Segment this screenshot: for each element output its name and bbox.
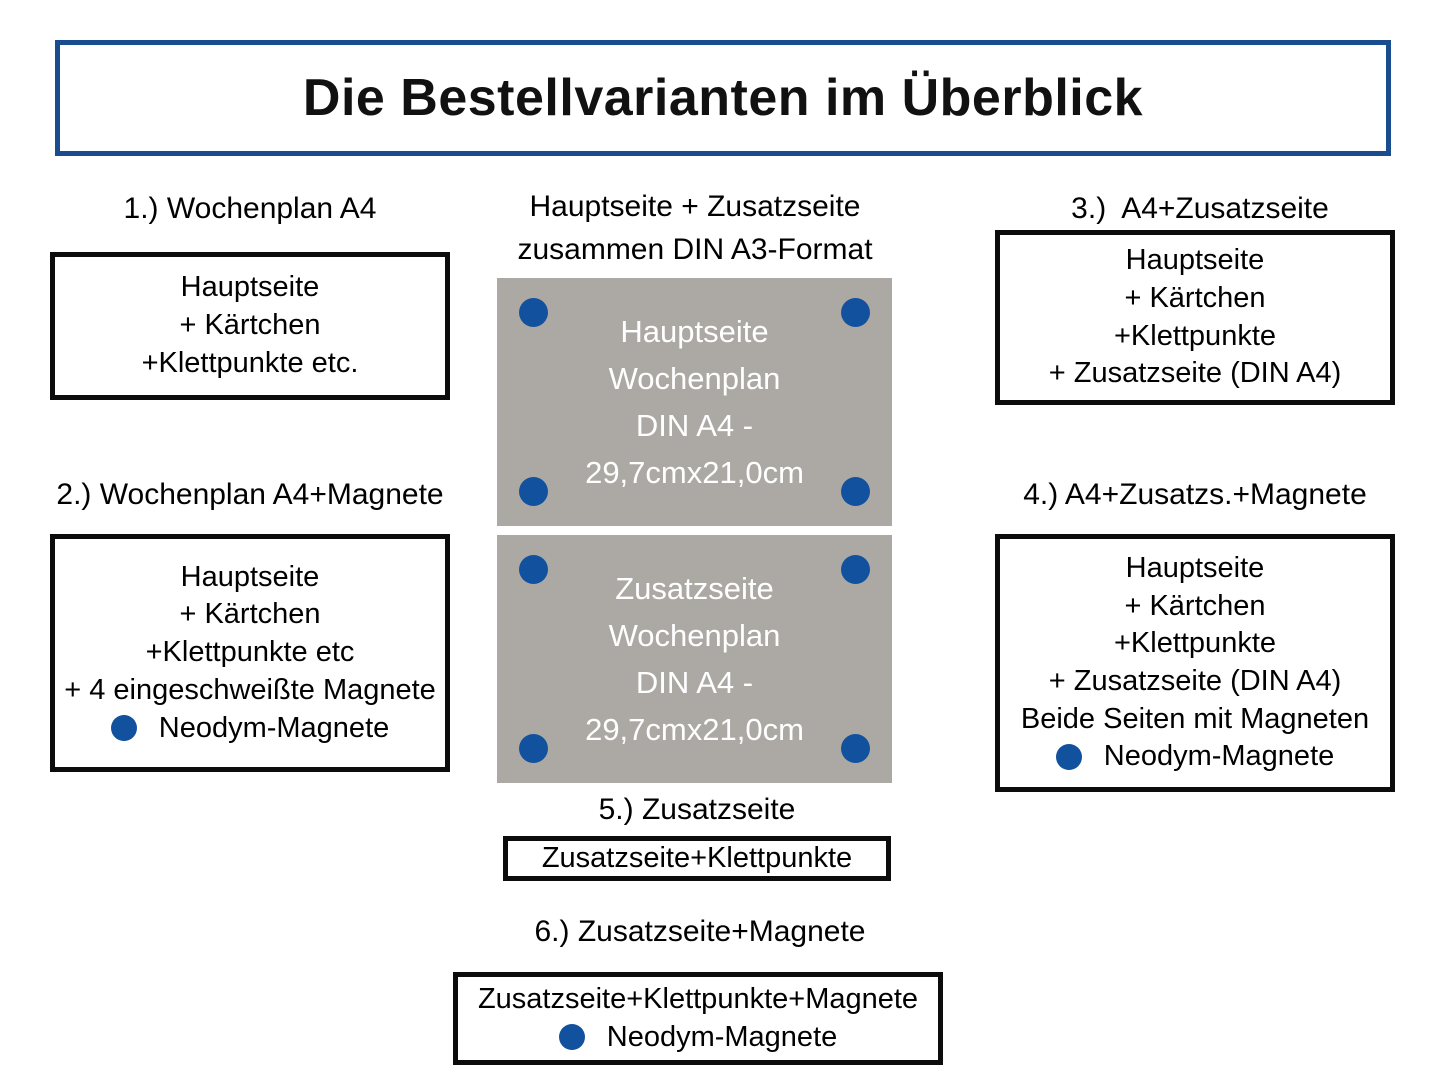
variant-6-line-1: Zusatzseite+Klettpunkte+Magnete: [477, 982, 919, 1015]
variant-2-line-4: + 4 eingeschweißte Magnete: [64, 673, 436, 706]
neodym-magnet-dot-icon: [110, 715, 137, 742]
variant-3-line-1: Hauptseite: [1125, 244, 1265, 277]
hauptseite-sheet[interactable]: Hauptseite Wochenplan DIN A4 - 29,7cmx21…: [497, 278, 892, 526]
variant-6-legend: Neodym-Magnete: [558, 1019, 838, 1057]
variant-2-legend: Neodym-Magnete: [110, 710, 390, 748]
hauptseite-line-2: Wochenplan: [608, 360, 781, 396]
variant-4-line-3: +Klettpunkte: [1113, 627, 1277, 660]
zusatzseite-line-3: DIN A4 -: [635, 665, 754, 700]
variant-3-line-4: + Zusatzseite (DIN A4): [1048, 357, 1342, 390]
variant-4-line-2: + Kärtchen: [1124, 589, 1266, 622]
variant-1-heading: 1.) Wochenplan A4: [123, 192, 377, 225]
variant-2-line-3: +Klettpunkte etc: [145, 636, 355, 669]
variant-6-legend-label: Neodym-Magnete: [606, 1020, 838, 1053]
variant-1-box[interactable]: Hauptseite + Kärtchen +Klettpunkte etc.: [50, 252, 450, 400]
variant-5-line-1: Zusatzseite+Klettpunkte: [541, 841, 853, 874]
variant-5-box[interactable]: Zusatzseite+Klettpunkte: [503, 836, 891, 881]
variant-4-legend: Neodym-Magnete: [1055, 738, 1335, 776]
variant-4-line-1: Hauptseite: [1125, 551, 1265, 584]
magnet-dot-icon-bottom-left: [519, 477, 548, 506]
variant-3-line-3: +Klettpunkte: [1113, 319, 1277, 352]
variant-4-box[interactable]: Hauptseite + Kärtchen +Klettpunkte + Zus…: [995, 534, 1395, 792]
variant-4-line-5: Beide Seiten mit Magneten: [1020, 702, 1370, 735]
neodym-magnet-dot-icon: [558, 1024, 585, 1051]
center-caption-line-2: zusammen DIN A3-Format: [517, 232, 873, 266]
variant-5-heading: 5.) Zusatzseite: [598, 793, 796, 826]
magnet-dot-icon-top-right: [841, 298, 870, 327]
variant-6-heading: 6.) Zusatzseite+Magnete: [534, 915, 866, 948]
variant-3-heading: 3.) A4+Zusatzseite: [1071, 192, 1329, 225]
variant-2-line-1: Hauptseite: [180, 560, 320, 593]
zusatzseite-line-2: Wochenplan: [608, 617, 781, 653]
variant-2-heading: 2.) Wochenplan A4+Magnete: [56, 478, 444, 511]
variant-2-legend-label: Neodym-Magnete: [158, 711, 390, 744]
page-title-banner: Die Bestellvarianten im Überblick: [55, 40, 1391, 156]
magnet-dot-icon-top-right: [841, 555, 870, 584]
magnet-dot-icon-bottom-right: [841, 734, 870, 763]
center-caption-line-1: Hauptseite + Zusatzseite: [529, 190, 861, 223]
page-title: Die Bestellvarianten im Überblick: [302, 69, 1144, 127]
magnet-dot-icon-bottom-left: [519, 734, 548, 763]
variant-6-box[interactable]: Zusatzseite+Klettpunkte+Magnete Neodym-M…: [453, 972, 943, 1065]
neodym-magnet-dot-icon: [1055, 744, 1082, 771]
hauptseite-line-4: 29,7cmx21,0cm: [585, 455, 804, 491]
variant-1-line-2: + Kärtchen: [179, 309, 321, 342]
variant-4-line-4: + Zusatzseite (DIN A4): [1048, 665, 1342, 697]
hauptseite-line-1: Hauptseite: [620, 313, 769, 349]
hauptseite-line-3: DIN A4 -: [635, 408, 754, 443]
zusatzseite-line-1: Zusatzseite: [615, 570, 774, 606]
variant-1-line-1: Hauptseite: [180, 271, 320, 304]
variant-3-line-2: + Kärtchen: [1124, 281, 1266, 314]
zusatzseite-sheet[interactable]: Zusatzseite Wochenplan DIN A4 - 29,7cmx2…: [497, 535, 892, 783]
zusatzseite-line-4: 29,7cmx21,0cm: [585, 712, 804, 748]
variant-4-legend-label: Neodym-Magnete: [1103, 740, 1335, 773]
magnet-dot-icon-top-left: [519, 298, 548, 327]
magnet-dot-icon-top-left: [519, 555, 548, 584]
variant-4-heading: 4.) A4+Zusatzs.+Magnete: [1023, 478, 1367, 511]
variant-3-box[interactable]: Hauptseite + Kärtchen +Klettpunkte + Zus…: [995, 230, 1395, 405]
magnet-dot-icon-bottom-right: [841, 477, 870, 506]
variant-1-line-3: +Klettpunkte etc.: [141, 346, 359, 379]
variant-2-line-2: + Kärtchen: [179, 598, 321, 631]
variant-2-box[interactable]: Hauptseite + Kärtchen +Klettpunkte etc +…: [50, 534, 450, 772]
center-caption: Hauptseite + Zusatzseite zusammen DIN A3…: [470, 186, 920, 271]
